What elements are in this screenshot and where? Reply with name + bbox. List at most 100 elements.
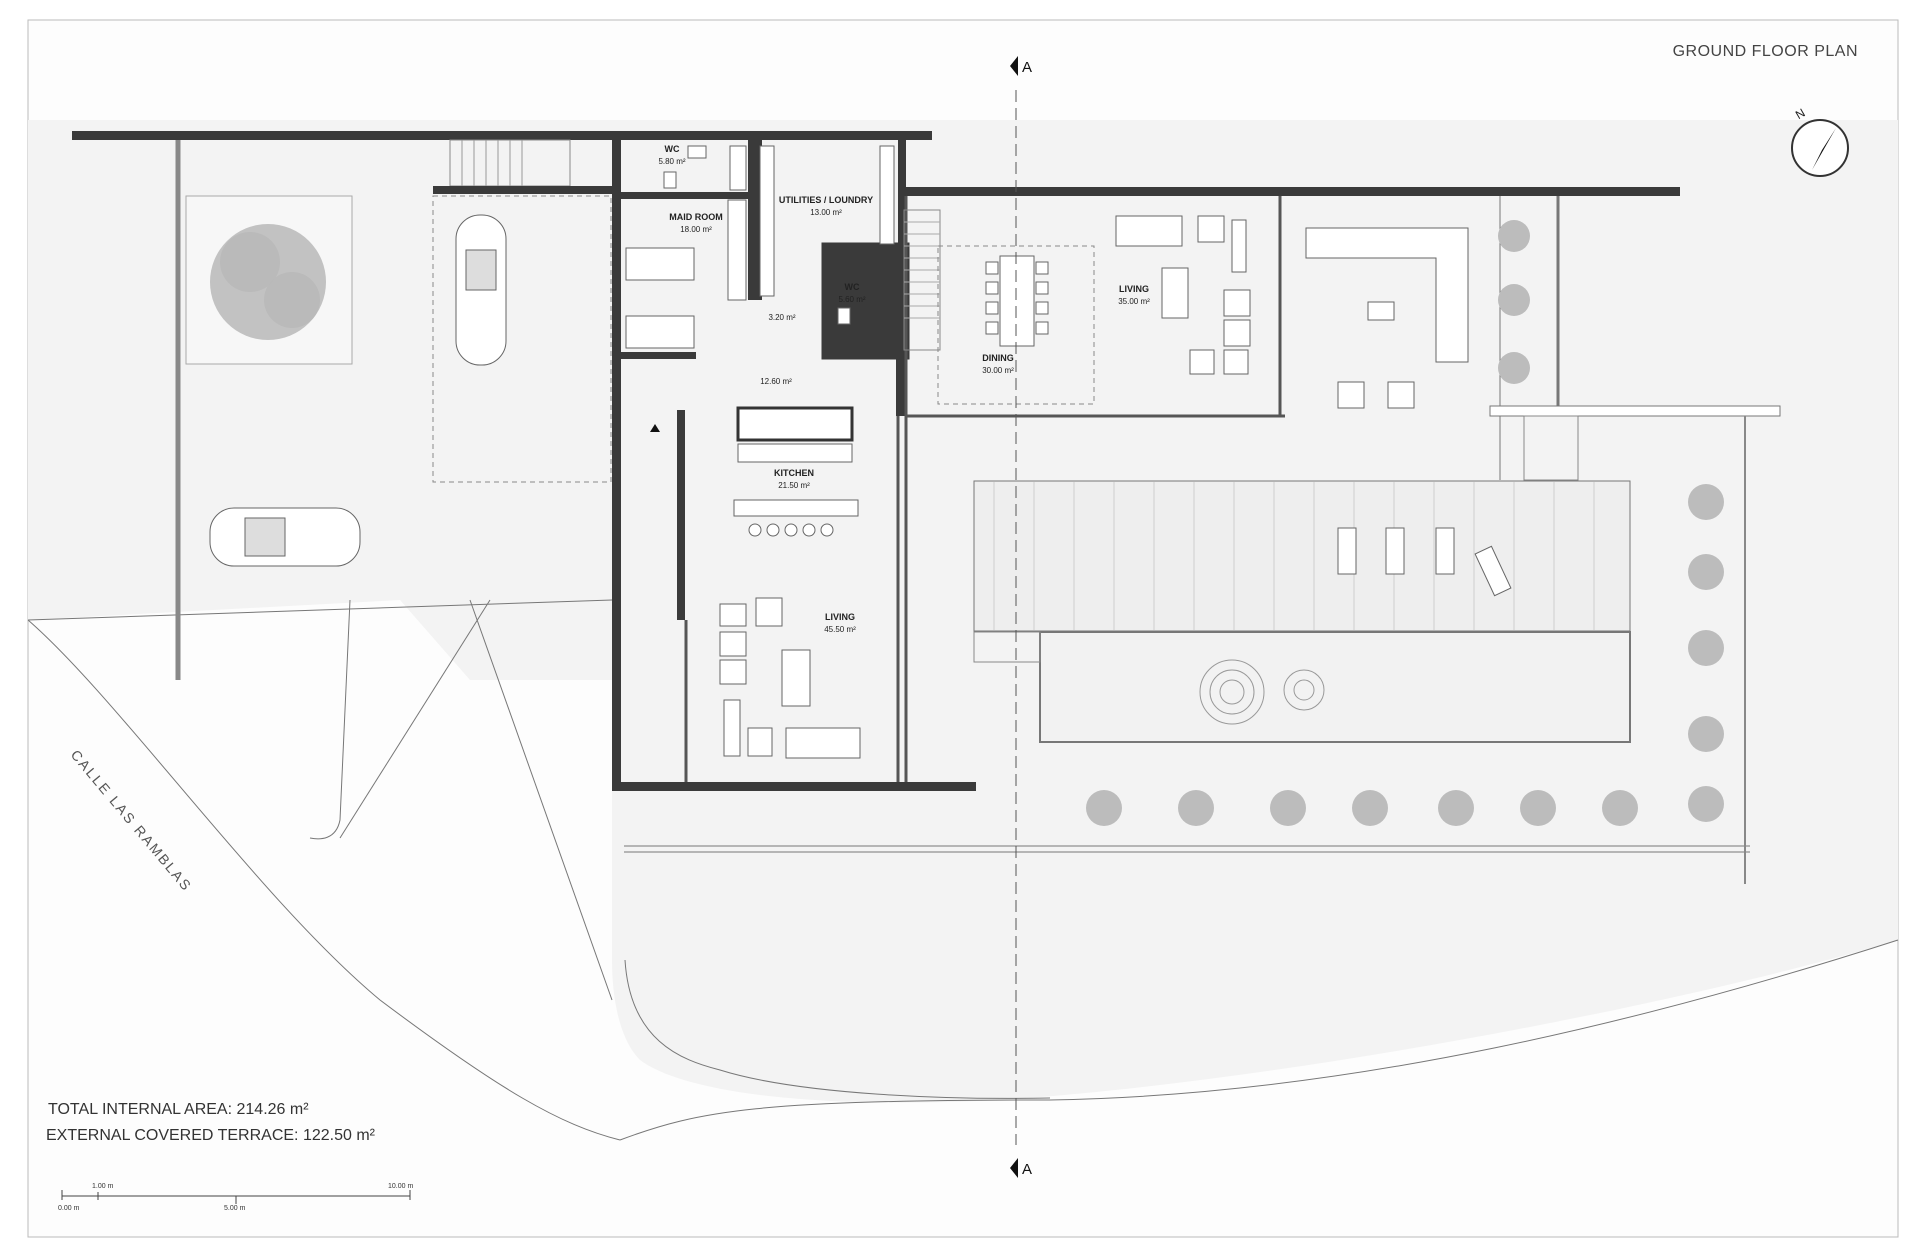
entrance-arrow-icon	[650, 424, 660, 432]
wall-maid-right	[748, 140, 756, 300]
room-living1-area: 35.00 m²	[1118, 297, 1150, 306]
kitchen-counter	[736, 406, 854, 442]
room-util-area: 13.00 m²	[810, 208, 842, 217]
carport-dashed	[432, 195, 612, 483]
pool-step	[973, 631, 1041, 663]
wall-util-right	[898, 140, 906, 246]
maid-wardrobe	[727, 199, 747, 301]
room-living1-name: LIVING	[1119, 284, 1149, 294]
wall-wc2	[821, 242, 910, 360]
living1-sofa	[1115, 215, 1183, 247]
wall-hall-right	[896, 356, 906, 416]
plan-title: GROUND FLOOR PLAN	[1673, 43, 1858, 60]
pergola-top	[1489, 405, 1781, 417]
scale-tick-5: 5.00 m	[224, 1205, 246, 1212]
util-shelves-r	[879, 145, 895, 245]
wall-lower-left	[612, 416, 621, 786]
room-living2-area: 45.50 m²	[824, 625, 856, 634]
living1-chair-b	[1231, 219, 1247, 273]
pool	[1039, 631, 1631, 743]
wall-util-left	[756, 140, 762, 300]
wc1-basin	[687, 145, 707, 159]
room-kitchen-name: KITCHEN	[774, 468, 814, 478]
planter-curve	[624, 959, 1051, 1099]
room-util-name: UTILITIES / LOUNDRY	[779, 195, 873, 205]
sun-loungers	[1337, 527, 1512, 597]
util-shelves-l	[759, 145, 775, 297]
living1-armchair-1	[1223, 289, 1251, 317]
living2-seat	[747, 727, 773, 757]
section-arrow-icon	[1010, 56, 1018, 76]
car-icon	[209, 507, 361, 567]
scale-tick-1: 1.00 m	[92, 1183, 114, 1190]
room-maid-name: MAID ROOM	[669, 212, 723, 222]
wall-kitchen-left	[677, 410, 685, 620]
section-label-top: A	[1022, 59, 1032, 76]
living2-chair-3	[719, 631, 747, 657]
main-stair	[903, 209, 941, 351]
main-stair-treads	[904, 221, 940, 319]
pool-float-icon	[1199, 659, 1325, 725]
room-living2-name: LIVING	[825, 612, 855, 622]
section-label-bottom: A	[1022, 1161, 1032, 1178]
room-dining-name: DINING	[982, 353, 1014, 363]
scale-tick-10: 10.00 m	[388, 1183, 413, 1190]
living1-chair-a	[1197, 215, 1225, 243]
living2-chair-1	[719, 603, 747, 627]
wc1-toilet	[663, 171, 677, 189]
outdoor-sofa	[1305, 227, 1469, 363]
driveway-line-4	[27, 599, 613, 621]
maid-bed-2	[625, 315, 695, 349]
wall-wc1-bottom	[612, 192, 762, 199]
pool-deck	[973, 480, 1631, 632]
room-wc1-name: WC	[665, 144, 680, 154]
living2-chair-2	[755, 597, 783, 627]
living2-sofa	[785, 727, 861, 759]
living1-table	[1161, 267, 1189, 319]
living1-armchair-2	[1223, 319, 1251, 347]
living2-table	[781, 649, 811, 707]
driveway-line-3	[339, 599, 491, 839]
car-icon	[455, 214, 507, 366]
room-maid-area: 18.00 m²	[680, 225, 712, 234]
wall-house-bottom	[612, 782, 976, 791]
outdoor-chair-2	[1387, 381, 1415, 409]
deck-stair	[1523, 415, 1579, 481]
living1-armchair-4	[1223, 349, 1249, 375]
wc2-toilet	[837, 307, 851, 325]
wall-service-left	[612, 140, 621, 416]
street-curve-right	[619, 939, 1899, 1141]
room-wc2-area: 5.60 m²	[838, 295, 865, 304]
scale-bar: 0.00 m 1.00 m 5.00 m 10.00 m	[58, 1183, 413, 1212]
bar-stools	[748, 523, 834, 537]
boundary-wall-top-right	[906, 187, 1680, 196]
living2-bench	[723, 699, 741, 757]
wc1-shower	[729, 145, 747, 191]
stair-treads	[461, 140, 523, 186]
section-arrow-icon	[1010, 1158, 1018, 1178]
room-wc2-name: WC	[845, 282, 860, 292]
kitchen-shelf	[737, 443, 853, 463]
living1-armchair-3	[1189, 349, 1215, 375]
driveway-line-2	[469, 599, 613, 1001]
wall-maid-bottom	[612, 352, 696, 359]
room-kitchen-area: 21.50 m²	[778, 481, 810, 490]
deck-hatching	[993, 482, 1595, 630]
driveway-line-1	[309, 599, 351, 840]
room-wc1-area: 5.80 m²	[658, 157, 685, 166]
street-curve-left	[27, 619, 621, 1141]
dining-table	[999, 255, 1035, 347]
dining-chairs	[985, 261, 1049, 335]
living2-chair-4	[719, 659, 747, 685]
external-covered-terrace: EXTERNAL COVERED TERRACE: 122.50 m²	[46, 1127, 376, 1144]
shrubs	[1086, 220, 1724, 826]
outdoor-table	[1367, 301, 1395, 321]
boundary-wall-top-left	[72, 131, 932, 140]
room-hall-area: 12.60 m²	[760, 377, 792, 386]
room-hall-small-area: 3.20 m²	[768, 313, 795, 322]
kitchen-island	[733, 499, 859, 517]
scale-tick-0: 0.00 m	[58, 1205, 80, 1212]
maid-bed-1	[625, 247, 695, 281]
garage-wall	[433, 186, 613, 194]
